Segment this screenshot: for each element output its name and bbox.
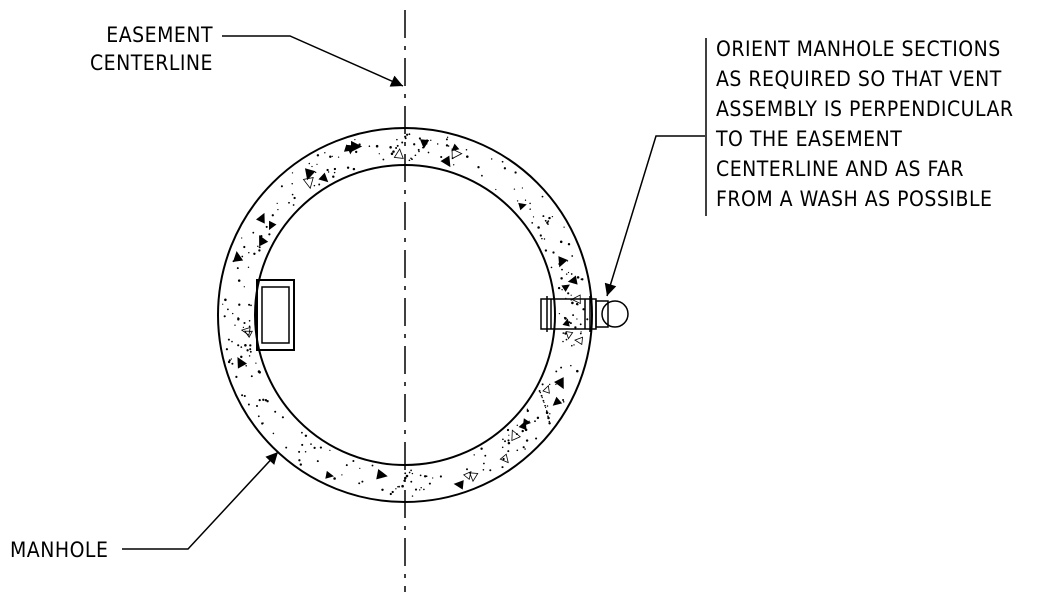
step-inner [261, 286, 290, 344]
step-outer [256, 279, 295, 351]
note-line: ASSEMBLY IS PERPENDICULAR [716, 97, 1014, 121]
note-line: CENTERLINE AND AS FAR [716, 157, 964, 181]
concrete-hatch [222, 133, 589, 497]
note-line: AS REQUIRED SO THAT VENT [716, 67, 1002, 91]
manhole-leader-arrow [122, 451, 279, 550]
easement-leader-arrow [222, 35, 404, 87]
easement-label-line2: CENTERLINE [90, 51, 213, 75]
note-line: TO THE EASEMENT [715, 127, 902, 151]
note-line: ORIENT MANHOLE SECTIONS [716, 37, 1001, 61]
easement-label-line1: EASEMENT [106, 23, 213, 47]
vent-leader-arrow [604, 135, 705, 297]
vent-cap [601, 300, 629, 328]
vent-note: ORIENT MANHOLE SECTIONS AS REQUIRED SO T… [715, 37, 1014, 211]
manhole-step [256, 279, 295, 351]
note-line: FROM A WASH AS POSSIBLE [716, 187, 992, 211]
vent-assembly [540, 296, 629, 332]
manhole-label: MANHOLE [10, 538, 108, 562]
